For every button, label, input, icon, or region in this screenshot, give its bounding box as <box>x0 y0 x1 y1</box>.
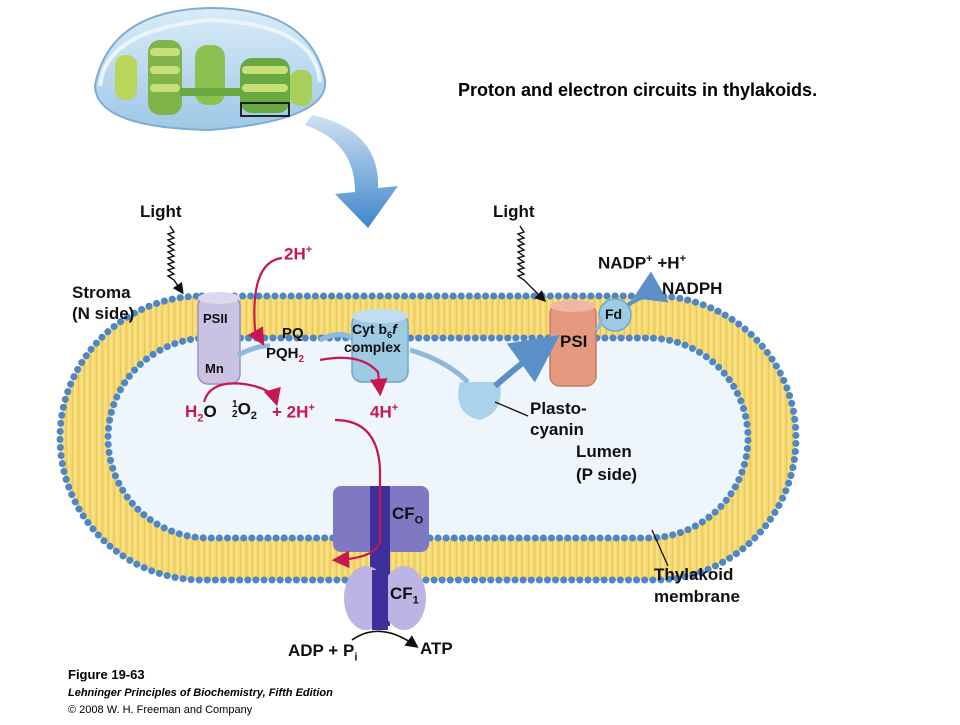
cyt-complex-label: complex <box>344 339 401 355</box>
oxygen-o: O <box>237 399 251 419</box>
cyt-sub: 6 <box>387 329 393 340</box>
psii-label: PSII <box>203 311 228 326</box>
mn-label: Mn <box>205 361 224 376</box>
water-o: O <box>203 402 217 421</box>
proton-arrow-atp-synthase <box>331 418 382 569</box>
electron-flow-psii-pq <box>236 343 271 358</box>
plastocyanin-shape <box>458 382 501 420</box>
electron-flow-fd-nadph <box>626 271 669 307</box>
light-label-right: Light <box>493 202 535 221</box>
membrane-label: membrane <box>654 587 740 606</box>
proton-arrow-2h-in <box>247 256 283 346</box>
cf1-sub: 1 <box>412 594 419 607</box>
cyt-f: f <box>392 321 397 337</box>
plastocyanin-label-2: cyanin <box>530 420 584 439</box>
zoom-box <box>240 102 290 117</box>
pq-label: PQ <box>282 325 304 342</box>
lumen-label: Lumen <box>576 442 632 461</box>
proton-2h-text: 2H <box>284 244 306 264</box>
pqh2-sub: 2 <box>298 354 304 365</box>
cfo-label: CFO <box>392 505 423 527</box>
light-squiggle-right <box>516 225 546 302</box>
adp-pi-label: ADP + Pi <box>288 642 357 664</box>
cfo-text: CF <box>392 504 415 523</box>
figure-number: Figure 19-63 <box>68 667 145 682</box>
water-label: H2O <box>185 402 217 425</box>
nadp-tail: +H <box>652 253 680 273</box>
electron-flow-psi-fd <box>594 314 604 332</box>
cfo-sub: O <box>414 514 424 527</box>
water-h: H <box>185 402 198 421</box>
proton-arrow-4h-out <box>319 356 388 397</box>
plus-2h-label: + 2H+ <box>272 402 315 422</box>
psi-complex <box>549 300 597 387</box>
electron-flow-pc-psi <box>493 334 560 389</box>
thylakoid-label: Thylakoid <box>654 565 734 584</box>
nadp-label: NADP+ +H+ <box>598 253 687 273</box>
pqh2-label: PQH2 <box>266 346 304 365</box>
electron-flow-cyt-pc <box>409 347 470 384</box>
cyt-b6f-complex <box>351 309 409 383</box>
water-split-arrow <box>202 382 281 407</box>
atp-synthase <box>333 486 429 630</box>
proton-4h-label: 4H+ <box>370 402 399 422</box>
nadph-label: NADPH <box>662 279 723 298</box>
zoom-arrow <box>305 115 398 228</box>
ferredoxin-circle <box>598 298 632 332</box>
plastocyanin-label: Plasto- <box>530 399 587 418</box>
adp-atp-arrow <box>351 630 419 648</box>
oxygen-sub: 2 <box>250 409 257 422</box>
light-label-left: Light <box>140 202 182 221</box>
plastocyanin-leader <box>494 401 529 417</box>
atp-label: ATP <box>420 639 453 658</box>
pi-sub: i <box>354 651 358 664</box>
page-title: Proton and electron circuits in thylakoi… <box>458 80 818 100</box>
stroma-label: Stroma <box>72 283 131 302</box>
proton-4h-text: 4H <box>370 402 392 422</box>
proton-2h-label: 2H+ <box>284 244 313 264</box>
cf1-text: CF <box>390 584 413 603</box>
light-squiggle-left <box>166 225 184 295</box>
copyright: © 2008 W. H. Freeman and Company <box>68 704 253 716</box>
fd-label: Fd <box>605 306 623 322</box>
psi-label: PSI <box>560 332 588 351</box>
electron-flow-pq-cyt <box>318 332 354 343</box>
book-title: Lehninger Principles of Biochemistry, Fi… <box>68 687 333 699</box>
cf1-label: CF1 <box>390 585 419 607</box>
lumen-side-label: (P side) <box>576 465 638 484</box>
cyt-text: Cyt b <box>352 321 387 337</box>
chloroplast-inset <box>93 6 327 132</box>
cyt-label: Cyt b6f <box>352 322 397 340</box>
plus-2h-text: + 2H <box>272 402 309 422</box>
adp-pi-text: ADP + P <box>288 641 355 660</box>
nadp-text: NADP <box>598 253 647 273</box>
psii-complex <box>197 292 241 385</box>
stroma-side-label: (N side) <box>72 304 135 323</box>
pqh2-text: PQH <box>266 345 299 362</box>
membrane-leader <box>651 529 669 567</box>
